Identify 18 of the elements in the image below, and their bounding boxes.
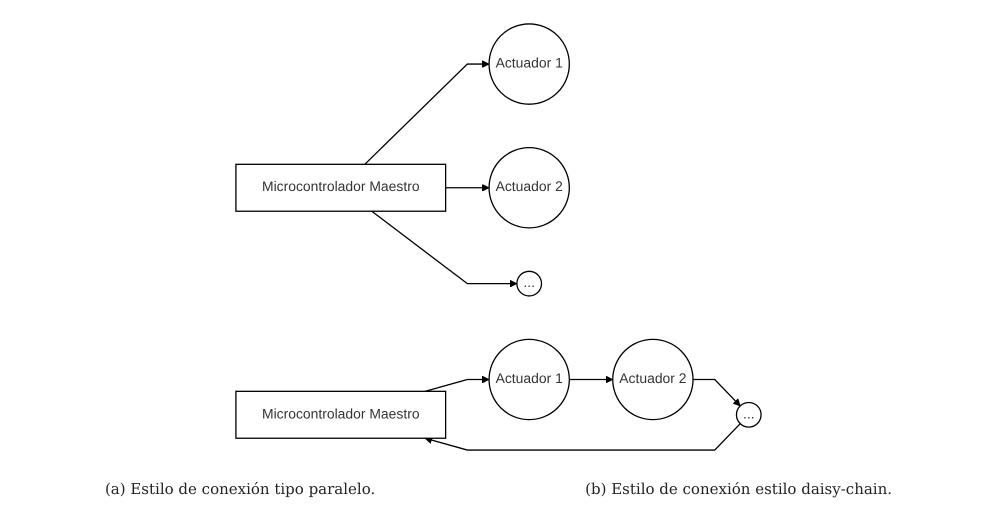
arrow xyxy=(424,376,490,392)
arrow xyxy=(569,376,614,384)
node-circle xyxy=(488,338,570,420)
node-box xyxy=(235,164,446,212)
arrow xyxy=(364,60,490,165)
node-box xyxy=(235,390,446,439)
arrow xyxy=(371,210,518,288)
node-circle xyxy=(516,270,542,297)
arrow xyxy=(424,423,741,451)
node-circle xyxy=(612,338,694,420)
node-circle xyxy=(736,402,762,428)
node-circle xyxy=(488,146,570,229)
diagram-drawing: Microcontrolador Maestro Actuador 1 Actuador 2 ... Microcontrolador Maestro Actuador 1 Actuador 2 ... xyxy=(0,17,997,457)
arrow xyxy=(446,184,490,192)
figure-caption: (a) Estilo de conexión tipo paralelo. xyxy=(104,480,376,498)
arrow xyxy=(693,378,741,406)
figure-caption: (b) Estilo de conexión estilo daisy-chain. xyxy=(585,480,892,498)
node-circle xyxy=(488,23,570,105)
